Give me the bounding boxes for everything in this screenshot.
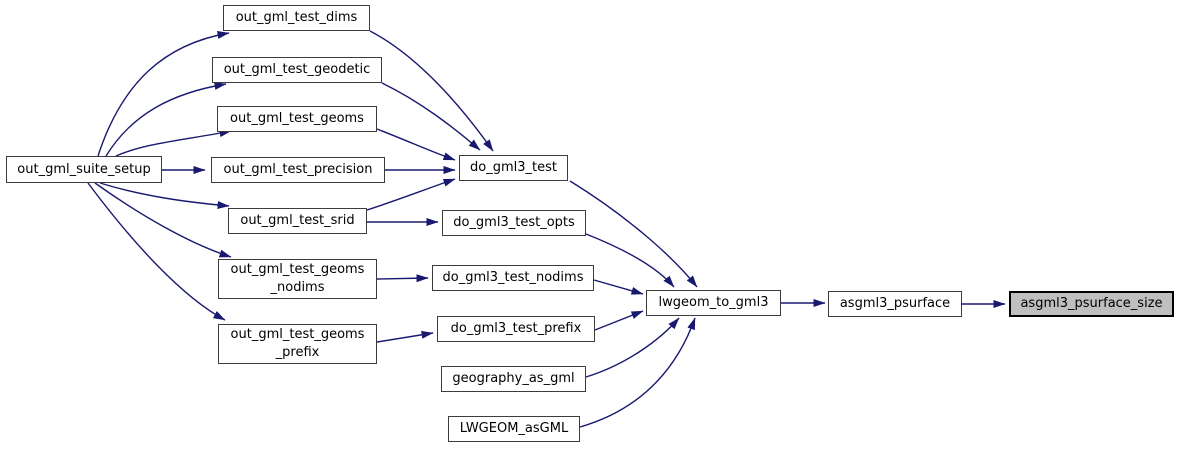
- node-label: LWGEOM_asGML: [459, 421, 569, 436]
- edge-do_gml3_test_prefix-to-lwgeom_to_gml3: [594, 310, 644, 331]
- edge-geography_as_gml-to-lwgeom_to_gml3: [585, 317, 680, 378]
- node-label: lwgeom_to_gml3: [658, 295, 769, 310]
- node-out_gml_test_dims[interactable]: out_gml_test_dims: [223, 5, 370, 31]
- edge-out_gml_test_dims-to-do_gml3_test: [369, 30, 494, 152]
- node-label: out_gml_test_geodetic: [223, 62, 371, 77]
- edge-do_gml3_test_opts-to-lwgeom_to_gml3: [585, 233, 675, 288]
- node-asgml3_psurface[interactable]: asgml3_psurface: [828, 291, 962, 317]
- node-label: geography_as_gml: [452, 371, 575, 386]
- node-out_gml_test_geodetic[interactable]: out_gml_test_geodetic: [212, 57, 382, 83]
- edge-do_gml3_test-to-lwgeom_to_gml3: [569, 180, 698, 288]
- edge-out_gml_test_geoms_prefix-to-do_gml3_test_prefix: [376, 330, 434, 343]
- node-label: out_gml_test_geoms _prefix: [230, 327, 365, 360]
- edge-out_gml_suite_setup-to-out_gml_test_geoms_nodims: [94, 182, 232, 258]
- node-out_gml_test_srid[interactable]: out_gml_test_srid: [228, 208, 367, 234]
- node-geography_as_gml[interactable]: geography_as_gml: [441, 366, 586, 392]
- node-label: do_gml3_test_prefix: [450, 321, 582, 336]
- node-LWGEOM_asGML[interactable]: LWGEOM_asGML: [448, 416, 580, 442]
- node-label: out_gml_test_srid: [240, 213, 355, 228]
- node-asgml3_psurface_size: asgml3_psurface_size: [1009, 291, 1174, 317]
- edge-out_gml_test_geoms-to-do_gml3_test: [376, 128, 456, 161]
- node-out_gml_test_geoms[interactable]: out_gml_test_geoms: [217, 106, 377, 132]
- node-label: do_gml3_test_nodims: [442, 270, 584, 285]
- edge-out_gml_suite_setup-to-out_gml_test_dims: [97, 31, 230, 157]
- node-label: out_gml_test_precision: [223, 162, 373, 177]
- node-label: asgml3_psurface: [839, 296, 951, 311]
- node-do_gml3_test_opts[interactable]: do_gml3_test_opts: [442, 210, 586, 236]
- node-label: asgml3_psurface_size: [1020, 296, 1163, 311]
- edge-LWGEOM_asGML-to-lwgeom_to_gml3: [579, 317, 696, 428]
- node-label: do_gml3_test_opts: [453, 215, 575, 230]
- edge-out_gml_suite_setup-to-out_gml_test_geoms: [115, 129, 232, 157]
- node-label: out_gml_suite_setup: [17, 161, 151, 177]
- edge-out_gml_suite_setup-to-out_gml_test_geodetic: [105, 81, 227, 157]
- edge-out_gml_test_geoms_nodims-to-do_gml3_test_nodims: [376, 274, 429, 283]
- node-do_gml3_test_prefix[interactable]: do_gml3_test_prefix: [437, 316, 595, 342]
- node-out_gml_test_geoms_nodims[interactable]: out_gml_test_geoms _nodims: [218, 259, 377, 299]
- edge-out_gml_test_geodetic-to-do_gml3_test: [381, 82, 481, 151]
- node-label: out_gml_test_dims: [235, 10, 358, 25]
- node-do_gml3_test_nodims[interactable]: do_gml3_test_nodims: [432, 265, 594, 291]
- node-do_gml3_test[interactable]: do_gml3_test: [459, 155, 568, 181]
- edge-out_gml_suite_setup-to-out_gml_test_srid: [99, 182, 230, 209]
- node-label: do_gml3_test: [470, 160, 557, 175]
- node-out_gml_test_geoms_prefix[interactable]: out_gml_test_geoms _prefix: [218, 324, 377, 364]
- node-out_gml_test_precision[interactable]: out_gml_test_precision: [211, 157, 385, 183]
- node-label: out_gml_test_geoms: [230, 111, 364, 126]
- node-out_gml_suite_setup[interactable]: out_gml_suite_setup: [6, 156, 162, 183]
- node-lwgeom_to_gml3[interactable]: lwgeom_to_gml3: [646, 290, 781, 316]
- edge-out_gml_test_srid-to-do_gml3_test: [366, 178, 456, 211]
- node-label: out_gml_test_geoms _nodims: [230, 262, 365, 295]
- edge-do_gml3_test_nodims-to-lwgeom_to_gml3: [593, 279, 644, 295]
- edge-out_gml_suite_setup-to-out_gml_test_geoms_prefix: [87, 182, 226, 321]
